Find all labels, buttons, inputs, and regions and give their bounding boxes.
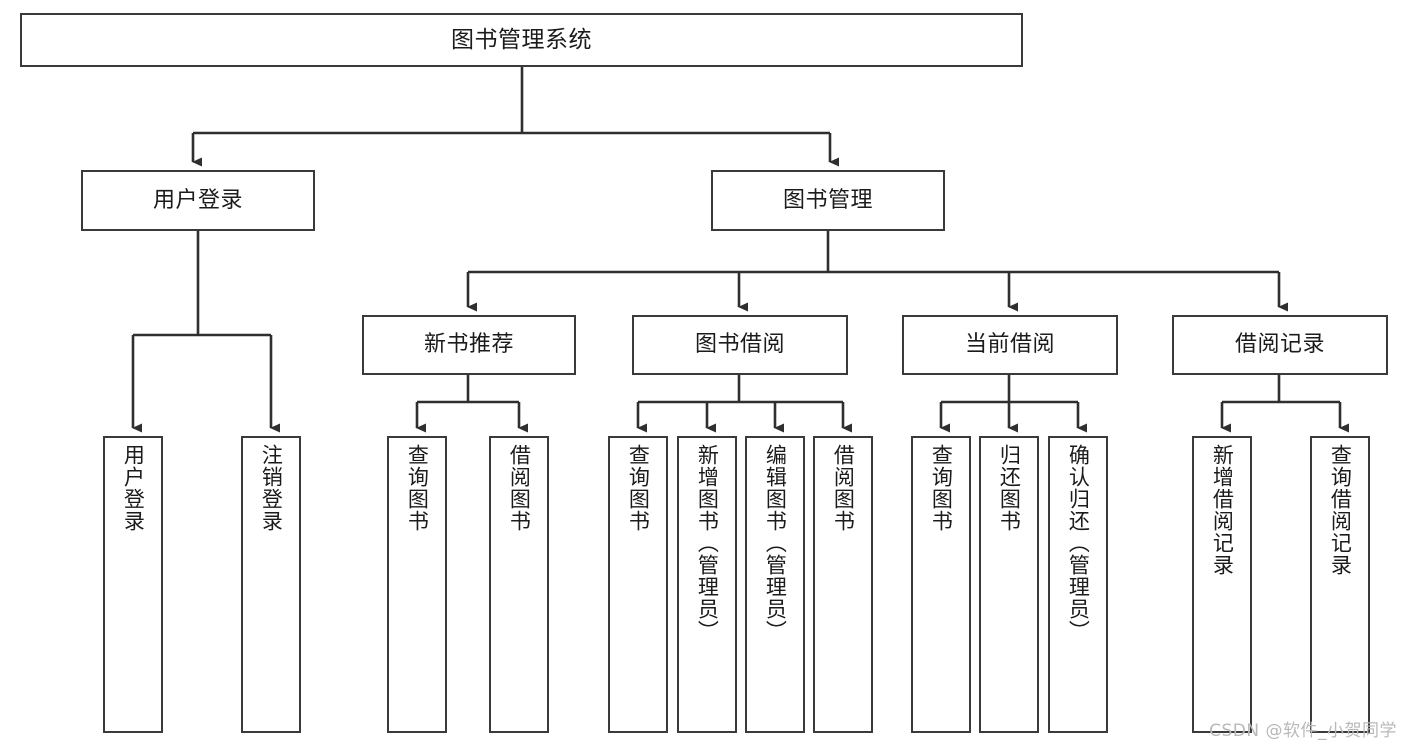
leaf-add-book-admin[interactable]: 新增图书（管理员）	[677, 436, 737, 733]
leaf-return-book[interactable]: 归还图书	[979, 436, 1039, 733]
node-borrowing-record[interactable]: 借阅记录	[1172, 315, 1388, 375]
node-label: 查询图书	[929, 444, 954, 532]
leaf-add-borrowing-record[interactable]: 新增借阅记录	[1192, 436, 1252, 733]
node-label: 查询图书	[405, 444, 430, 532]
leaf-edit-book-admin[interactable]: 编辑图书（管理员）	[745, 436, 805, 733]
leaf-query-borrowing-record[interactable]: 查询借阅记录	[1310, 436, 1370, 733]
node-label: 借阅图书	[507, 444, 532, 532]
leaf-borrow-book-borrowing[interactable]: 借阅图书	[813, 436, 873, 733]
leaf-borrow-book-recommendation[interactable]: 借阅图书	[489, 436, 549, 733]
node-label: 查询借阅记录	[1328, 444, 1353, 576]
node-label: 新书推荐	[423, 332, 514, 358]
leaf-query-book-recommendation[interactable]: 查询图书	[387, 436, 447, 733]
node-label: 图书管理	[782, 187, 873, 213]
node-new-book-recommendation[interactable]: 新书推荐	[362, 315, 576, 375]
node-label: 查询图书	[626, 444, 651, 532]
node-label: 新增借阅记录	[1210, 444, 1235, 576]
node-label: 新增图书（管理员）	[695, 444, 720, 642]
node-book-borrowing[interactable]: 图书借阅	[632, 315, 848, 375]
node-label: 图书管理系统	[451, 26, 592, 53]
node-book-management[interactable]: 图书管理	[711, 170, 945, 231]
node-current-borrowing[interactable]: 当前借阅	[902, 315, 1118, 375]
node-user-login[interactable]: 用户登录	[81, 170, 315, 231]
node-label: 图书借阅	[694, 332, 785, 358]
leaf-logout[interactable]: 注销登录	[241, 436, 301, 733]
leaf-user-login[interactable]: 用户登录	[103, 436, 163, 733]
csdn-watermark: CSDN @软件_小贺同学	[1209, 721, 1397, 741]
node-label: 借阅记录	[1234, 332, 1325, 358]
node-label: 确认归还（管理员）	[1066, 444, 1091, 642]
node-label: 编辑图书（管理员）	[763, 444, 788, 642]
node-root-book-management-system[interactable]: 图书管理系统	[20, 13, 1023, 67]
node-label: 归还图书	[997, 444, 1022, 532]
leaf-confirm-return-admin[interactable]: 确认归还（管理员）	[1048, 436, 1108, 733]
node-label: 注销登录	[259, 444, 284, 532]
node-label: 当前借阅	[964, 332, 1055, 358]
leaf-query-book-borrowing[interactable]: 查询图书	[608, 436, 668, 733]
leaf-query-book-current[interactable]: 查询图书	[911, 436, 971, 733]
node-label: 借阅图书	[831, 444, 856, 532]
node-label: 用户登录	[121, 444, 146, 532]
node-label: 用户登录	[152, 187, 243, 213]
